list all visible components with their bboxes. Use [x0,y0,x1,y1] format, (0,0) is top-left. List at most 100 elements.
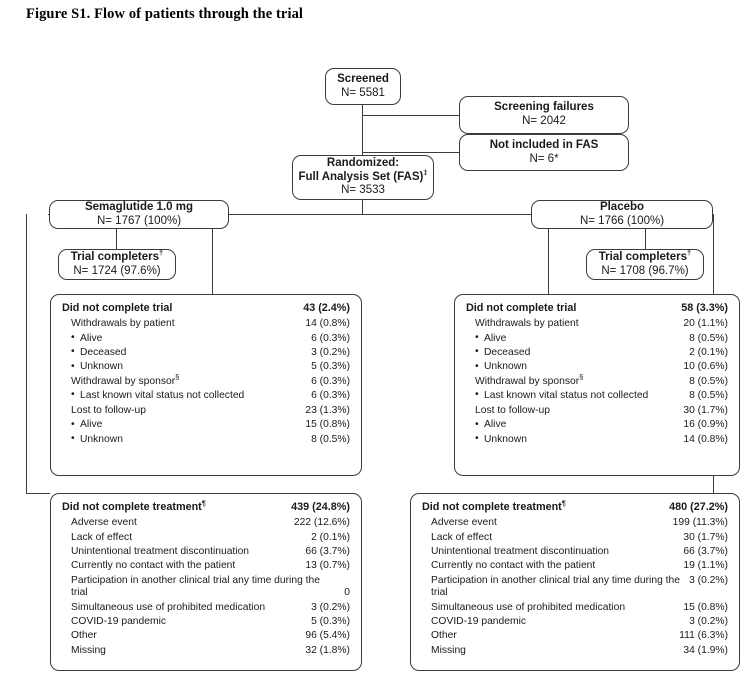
panel-row-value: 20 (1.1%) [683,318,728,330]
panel-row: Adverse event 199 (11.3%) [422,517,728,529]
panel-row-value: 66 (3.7%) [305,545,350,557]
panel-row-label: Other [431,630,457,642]
panel-row-label: Did not complete treatment¶ [62,498,206,513]
bullet-icon: • [71,433,75,445]
bullet-icon: • [475,332,479,344]
panel-row-label: Participation in another clinical trial … [71,574,320,598]
panel-row-value: 222 (12.6%) [293,517,350,529]
panel-row-value: 30 (1.7%) [683,531,728,543]
panel-row-value: 32 (1.8%) [305,644,350,656]
panel-row-value: 199 (11.3%) [672,517,728,529]
connector-sema-to-trial-panel [212,228,214,296]
footnote-marker: ¶ [561,498,566,508]
panel-row-label: Currently no contact with the patient [71,560,236,572]
panel-row-value: 15 (0.8%) [683,601,728,613]
panel-row-label: Missing [431,644,466,656]
panel-semaglutide-did-not-complete-treatment[interactable]: Did not complete treatment¶ 439 (24.8%) Ad… [50,493,362,671]
panel-row-value: 8 (0.5%) [689,375,728,387]
bullet-icon: • [475,433,479,445]
panel-row: Other 111 (6.3%) [422,630,728,642]
bullet-icon: • [71,418,75,430]
panel-placebo-did-not-complete-treatment[interactable]: Did not complete treatment¶480 (27.2%)Ad… [410,493,740,671]
connector-sema-bracket-to-treatment [26,493,50,495]
panel-row-value: 3 (0.2%) [311,346,350,358]
panel-row-value: 3 (0.2%) [689,574,728,586]
node-screened-title: Screened [337,72,389,85]
node-screening-failures-n: N= 2042 [522,115,566,127]
panel-row-label: Adverse event [71,517,137,529]
node-semaglutide-trial-completers[interactable]: Trial completers† N= 1724 (97.6%) [58,249,176,280]
panel-row: Lack of effect 2 (0.1%) [62,532,350,544]
footnote-marker: § [175,372,180,382]
panel-row-label: •Alive [475,332,507,344]
panel-row-value: 439 (24.8%) [291,501,350,513]
footnote-marker: § [579,372,584,382]
panel-row-value: 0 [344,586,350,598]
node-screening-failures[interactable]: Screening failures N= 2042 [459,96,629,134]
panel-row-value: 14 (0.8%) [305,318,350,330]
panel-header-row: Did not complete treatment¶ 439 (24.8%) [62,498,350,514]
panel-row-label: Unintentional treatment discontinuation [431,545,610,557]
node-placebo-arm[interactable]: Placebo N= 1766 (100%) [531,200,713,229]
connector-to-screening-failures [362,115,459,117]
panel-row-label: Withdrawals by patient [71,318,175,330]
node-placebo-trial-completers[interactable]: Trial completers† N= 1708 (96.7%) [586,249,704,280]
node-screened[interactable]: Screened N= 5581 [325,68,401,105]
bullet-icon: • [71,332,75,344]
panel-row: Lack of effect 30 (1.7%) [422,532,728,544]
panel-row-value: 480 (27.2%) [669,501,728,513]
panel-row-label: Adverse event [431,517,497,529]
panel-row-value: 13 (0.7%) [305,560,350,572]
panel-row-label: •Unknown [71,360,123,373]
connector-to-not-in-fas [362,152,459,154]
connector-sema-outer-bracket [26,214,28,494]
panel-row-label: Lost to follow-up [71,405,146,417]
node-screened-n: N= 5581 [341,86,385,99]
node-randomized[interactable]: Randomized: Full Analysis Set (FAS)‡ N= … [292,155,434,200]
node-not-included-in-fas[interactable]: Not included in FAS N= 6* [459,134,629,171]
node-not-included-in-fas-n: N= 6* [529,152,559,165]
panel-row-label: •Unknown [475,433,527,445]
panel-row-value: 30 (1.7%) [683,405,728,417]
panel-row-label: COVID-19 pandemic [431,616,526,628]
panel-row: Participation in another clinical trial … [422,575,728,599]
node-semaglutide-arm[interactable]: Semaglutide 1.0 mg N= 1767 (100%) [49,200,229,229]
connector-screened-to-randomized [362,104,364,156]
panel-row-value: 3 (0.2%) [689,616,728,628]
panel-row-value: 5 (0.3%) [311,616,350,628]
node-placebo-completers-title: Trial completers† [598,247,692,263]
panel-row-label: Lost to follow-up [475,405,550,417]
panel-row-label: •Unknown [71,433,123,445]
panel-row-value: 111 (6.3%) [679,630,728,642]
node-randomized-subtitle: Full Analysis Set (FAS)‡ [298,167,428,183]
panel-row-value: 2 (0.1%) [689,346,728,358]
panel-row-value: 2 (0.1%) [311,531,350,543]
node-semaglutide-completers-n: N= 1724 (97.6%) [73,264,161,277]
panel-row-label: Lack of effect [71,531,133,543]
panel-row-label: Lack of effect [431,531,493,543]
panel-row-value: 6 (0.3%) [311,389,350,401]
panel-row-value: 23 (1.3%) [305,405,350,417]
panel-row-value: 66 (3.7%) [683,545,728,557]
panel-row-label: Simultaneous use of prohibited medicatio… [71,601,266,613]
panel-row: Withdrawals by patient 14 (0.8%) [62,318,350,330]
panel-row-label: •Unknown [475,360,527,373]
footnote-marker-double-dagger: ‡ [423,167,428,177]
panel-row: Adverse event 222 (12.6%) [62,517,350,529]
node-randomized-n: N= 3533 [341,184,385,197]
bullet-icon: • [475,346,479,358]
panel-row-value: 8 (0.5%) [689,389,728,401]
